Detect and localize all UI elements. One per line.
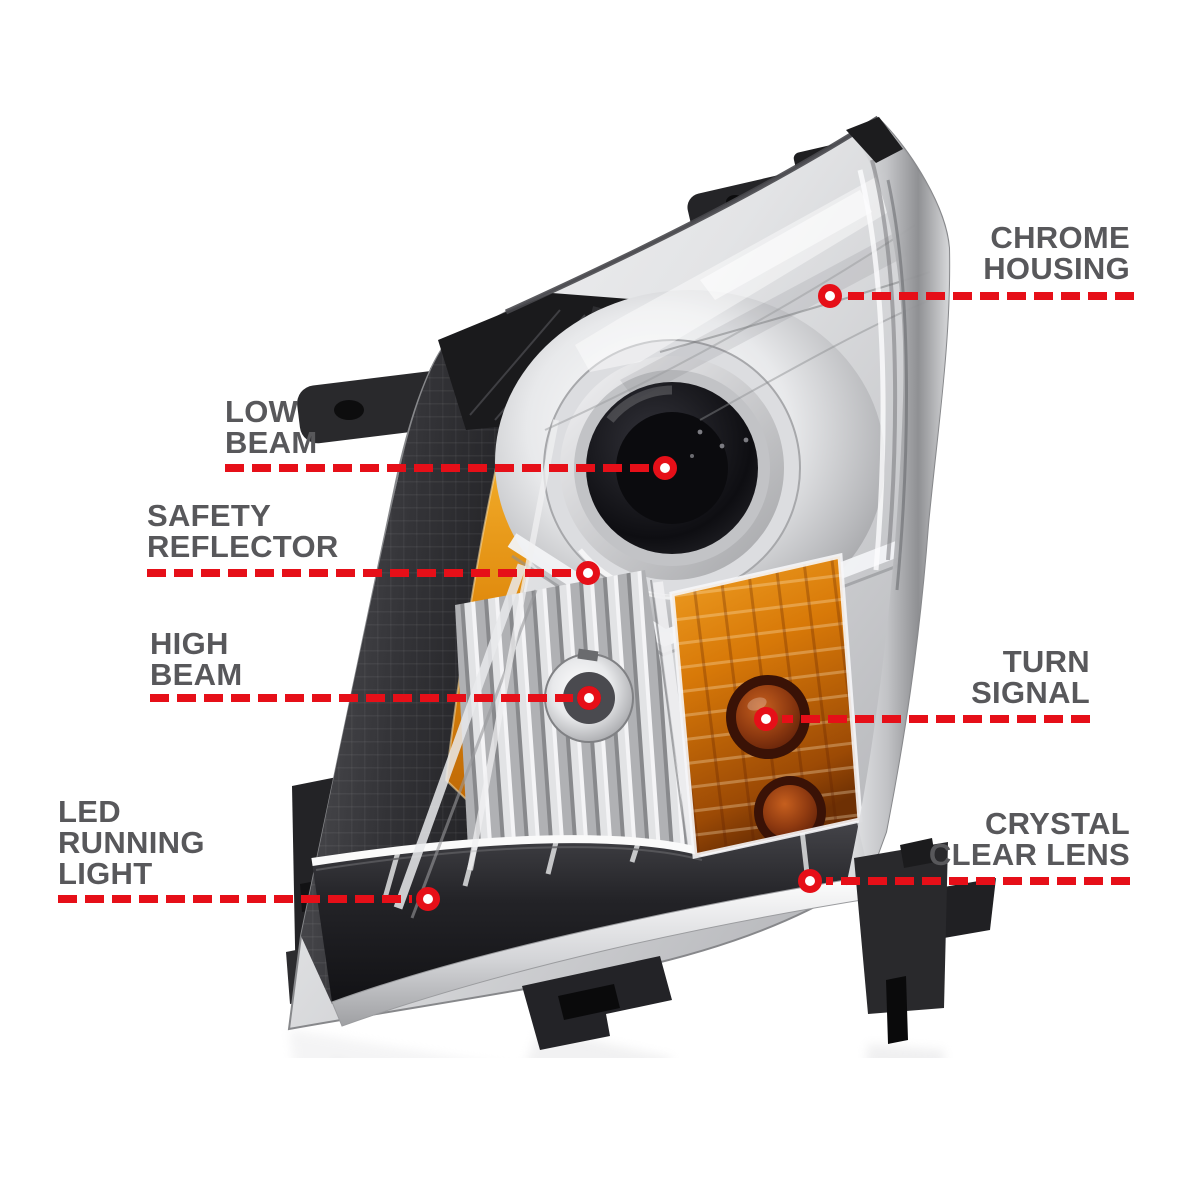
- low-beam-label: LOW BEAM: [225, 396, 317, 458]
- low-beam-leader-line: [225, 464, 649, 472]
- safety-reflector-label: SAFETY REFLECTOR: [147, 500, 339, 562]
- label-line: CRYSTAL: [984, 806, 1130, 841]
- safety-reflector-marker-dot: [576, 561, 600, 585]
- led-running-light-marker-dot: [416, 887, 440, 911]
- led-running-light-leader-line: [58, 895, 412, 903]
- crystal-clear-lens-leader-line: [826, 877, 1130, 885]
- label-line: TURN: [1002, 644, 1090, 679]
- mounting-bracket-bottom-right: [854, 838, 996, 1044]
- low-beam-marker-dot: [653, 456, 677, 480]
- turn-signal-leader-line: [782, 715, 1090, 723]
- label-line: LIGHT: [58, 856, 153, 891]
- label-line: SAFETY: [147, 498, 272, 533]
- floor-reflection: [289, 1028, 950, 1200]
- label-line: BEAM: [150, 657, 243, 692]
- turn-signal-area: [669, 552, 863, 860]
- mounting-bracket-bottom-center: [522, 956, 672, 1050]
- label-line: LOW: [225, 394, 299, 429]
- chrome-housing-leader-line: [848, 292, 1134, 300]
- high-beam-reflector: [455, 570, 690, 885]
- led-running-light-label: LED RUNNING LIGHT: [58, 796, 205, 889]
- crystal-clear-lens-marker-dot: [798, 869, 822, 893]
- label-line: RUNNING: [58, 825, 205, 860]
- label-line: CHROME: [990, 220, 1130, 255]
- label-line: SIGNAL: [971, 675, 1090, 710]
- label-line: LED: [58, 794, 121, 829]
- label-line: CLEAR LENS: [928, 837, 1130, 872]
- chrome-housing-edge: [846, 118, 950, 886]
- label-line: BEAM: [225, 425, 318, 460]
- high-beam-marker-dot: [577, 686, 601, 710]
- label-line: REFLECTOR: [147, 529, 339, 564]
- crystal-clear-lens-label: CRYSTAL CLEAR LENS: [900, 808, 1130, 870]
- chrome-housing-label: CHROME HOUSING: [930, 222, 1130, 284]
- label-line: HIGH: [150, 626, 229, 661]
- high-beam-leader-line: [150, 694, 573, 702]
- high-beam-label: HIGH BEAM: [150, 628, 242, 690]
- chrome-housing-marker-dot: [818, 284, 842, 308]
- turn-signal-label: TURN SIGNAL: [890, 646, 1090, 708]
- turn-signal-marker-dot: [754, 707, 778, 731]
- safety-reflector-leader-line: [147, 569, 572, 577]
- label-line: HOUSING: [983, 251, 1130, 286]
